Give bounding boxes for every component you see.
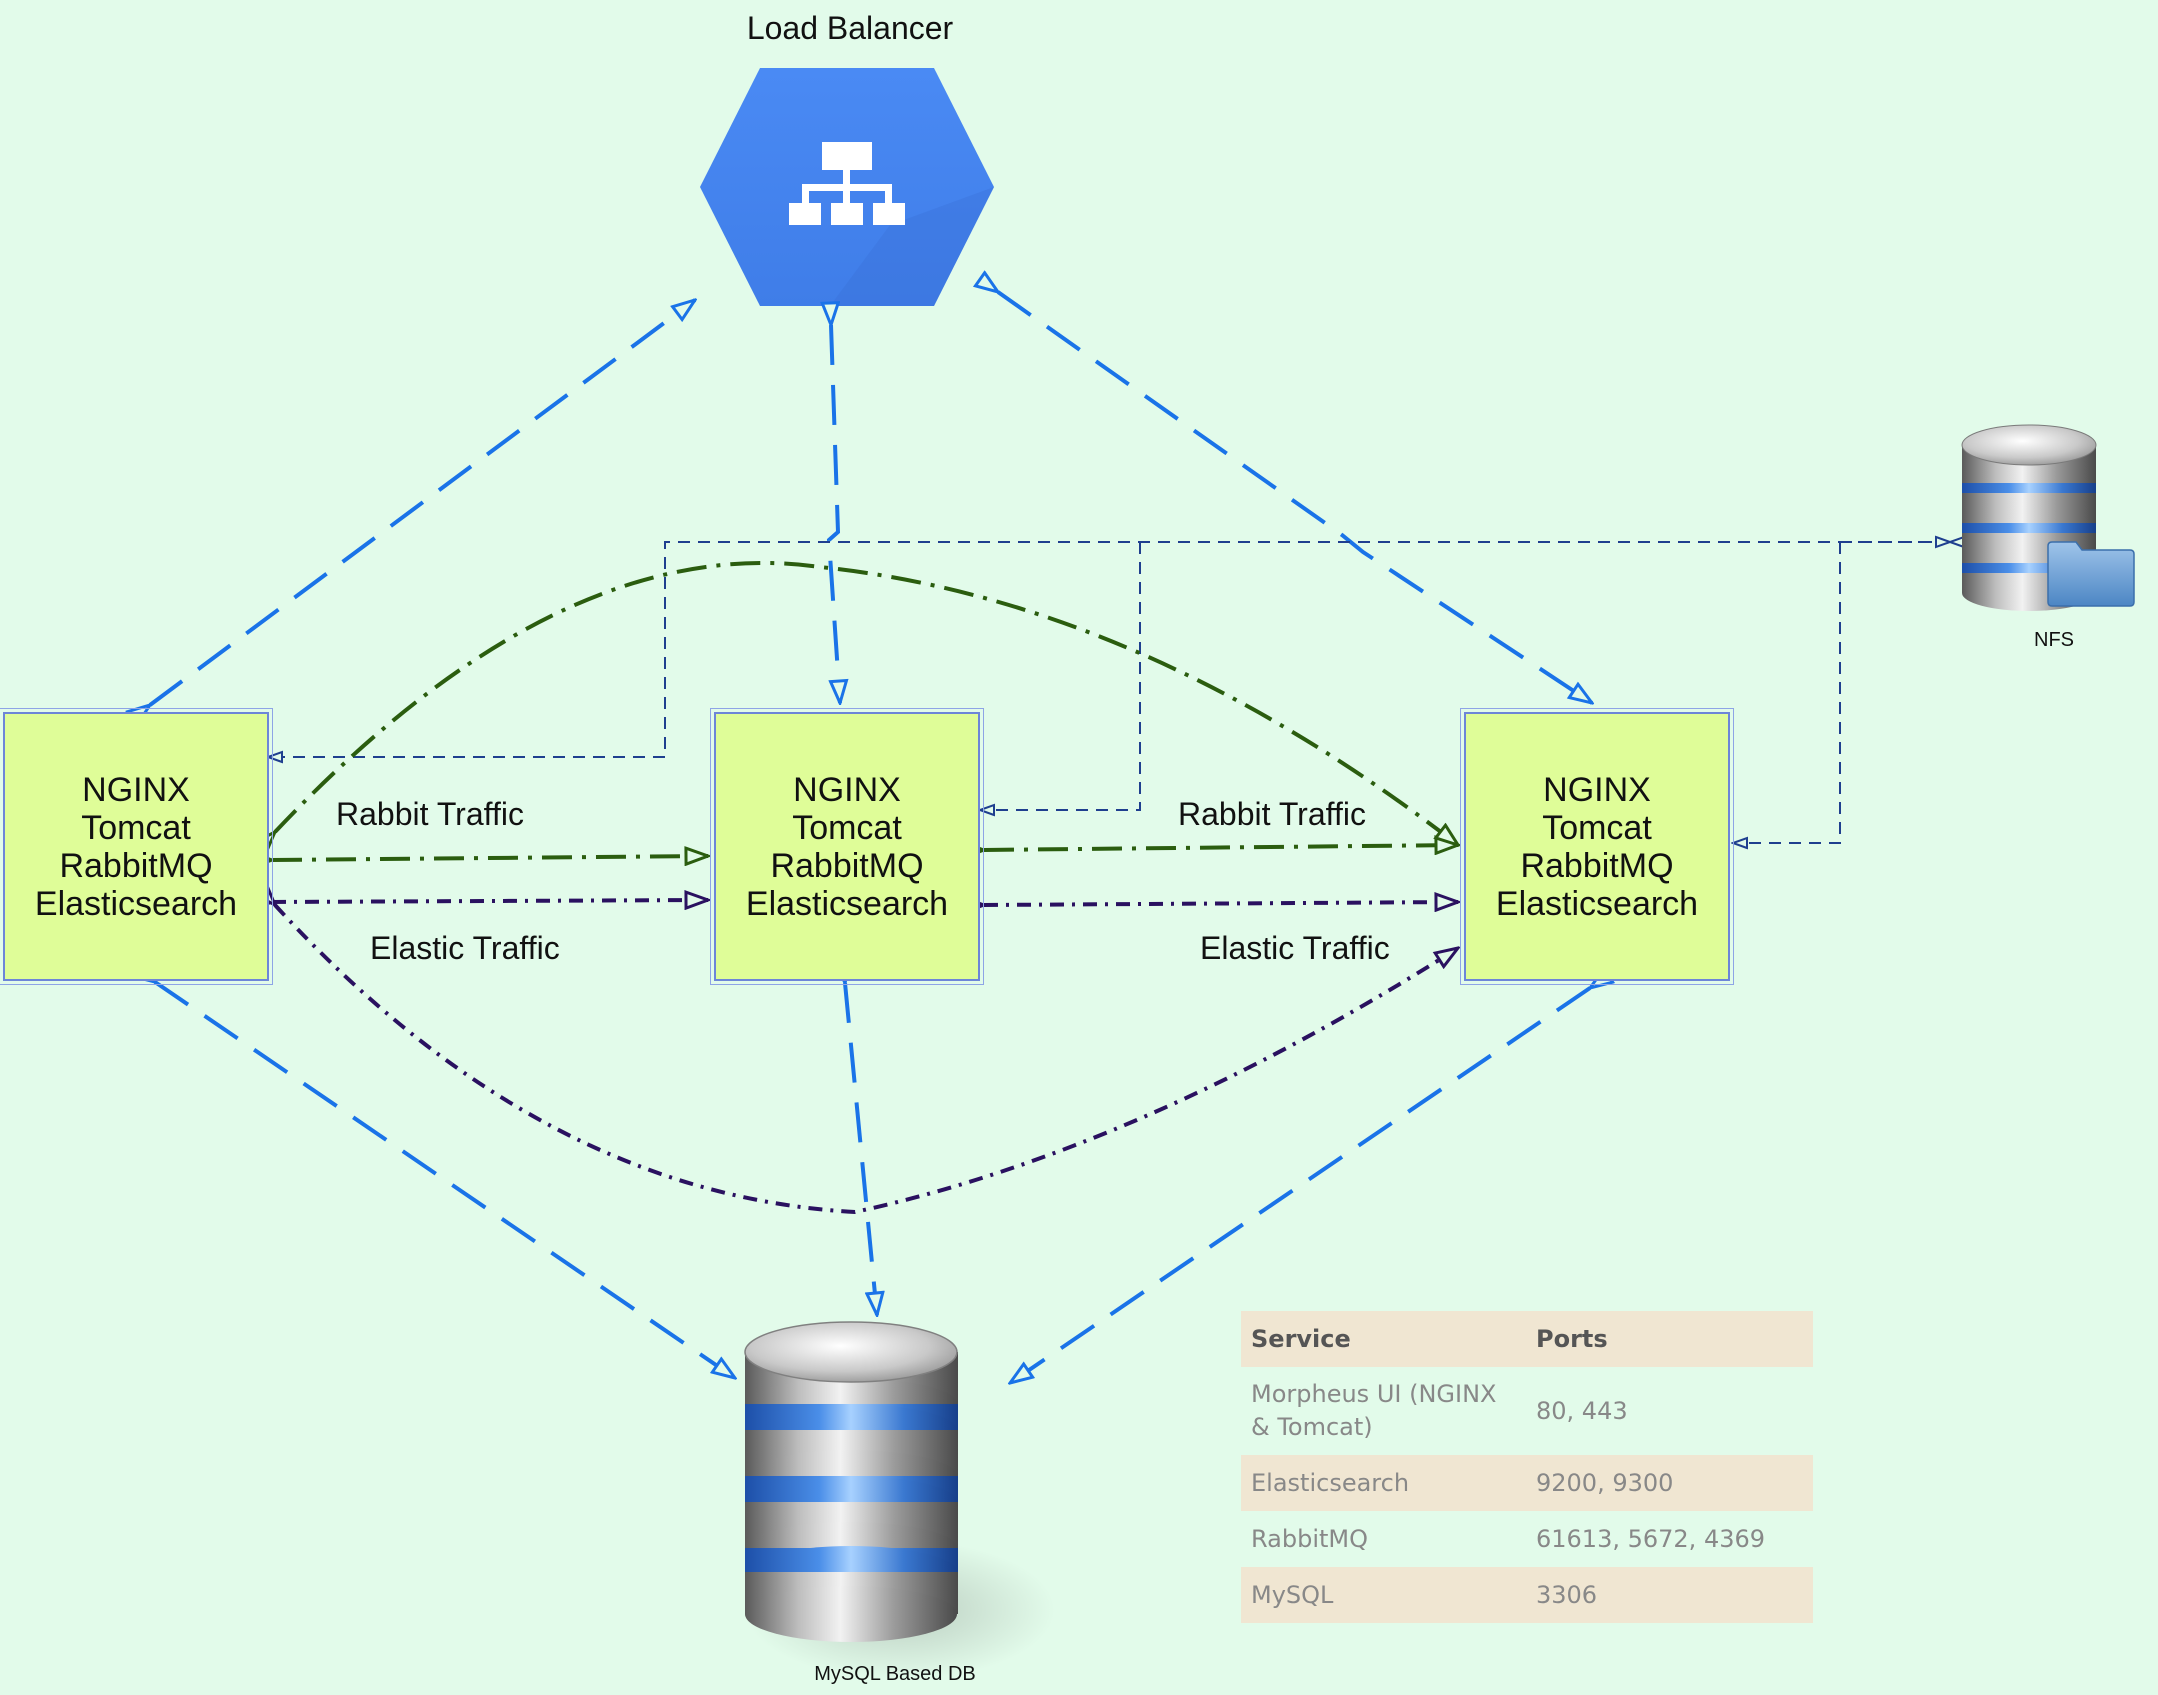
column-header-service: Service — [1241, 1311, 1526, 1367]
rabbit-traffic-label-left: Rabbit Traffic — [336, 796, 524, 832]
lb-to-node-left-arrow — [150, 300, 695, 705]
service-tomcat: Tomcat — [81, 808, 191, 847]
table-row: Elasticsearch 9200, 9300 — [1241, 1455, 1813, 1511]
folder-icon — [2047, 541, 2135, 607]
table-header-row: Service Ports — [1241, 1311, 1813, 1367]
ports-cell: 61613, 5672, 4369 — [1536, 1524, 1766, 1553]
service-rabbitmq: RabbitMQ — [1520, 846, 1674, 885]
database-label: MySQL Based DB — [814, 1663, 976, 1685]
ports-cell: 3306 — [1526, 1567, 1813, 1623]
service-tomcat: Tomcat — [792, 808, 902, 847]
nfs-label: NFS — [2034, 629, 2074, 651]
service-elasticsearch: Elasticsearch — [1495, 884, 1699, 923]
db-connections — [155, 982, 1590, 1383]
rabbit-traffic-label-right: Rabbit Traffic — [1178, 796, 1366, 832]
service-rabbitmq: RabbitMQ — [59, 846, 213, 885]
nfs-to-node-left-arrow — [268, 542, 1950, 757]
node-center-to-db-arrow — [845, 983, 877, 1315]
ports-cell: 9200, 9300 — [1526, 1455, 1813, 1511]
app-node-center[interactable]: NGINX Tomcat RabbitMQ Elasticsearch — [710, 708, 984, 985]
node-left-to-db-arrow — [155, 982, 735, 1378]
service-nginx: NGINX — [1543, 770, 1651, 809]
service-cell: MySQL — [1241, 1567, 1526, 1623]
service-cell: RabbitMQ — [1251, 1524, 1368, 1553]
rabbit-right-arrow — [984, 845, 1458, 850]
nfs-to-node-center-arrow — [980, 542, 1141, 810]
rabbit-left-arrow — [272, 856, 708, 860]
table-row: RabbitMQ 61613, 5672, 4369 — [1241, 1511, 1813, 1567]
ports-table: Service Ports Morpheus UI (NGINX & Tomca… — [1241, 1311, 1813, 1623]
app-node-left[interactable]: NGINX Tomcat RabbitMQ Elasticsearch — [0, 708, 273, 985]
service-rabbitmq: RabbitMQ — [770, 846, 924, 885]
lb-connections — [150, 292, 1592, 705]
database-icon[interactable] — [744, 1321, 1055, 1680]
ports-cell: 80, 443 — [1536, 1396, 1628, 1425]
service-nginx: NGINX — [82, 770, 190, 809]
elastic-arc-arrow — [275, 905, 1458, 1215]
service-elasticsearch: Elasticsearch — [745, 884, 949, 923]
load-balancer-title: Load Balancer — [746, 10, 954, 46]
lb-to-node-right-arrow — [998, 292, 1592, 703]
rabbit-traffic — [272, 560, 1458, 860]
sitemap-icon — [789, 142, 905, 225]
lb-to-node-center-arrow — [829, 325, 840, 703]
service-elasticsearch: Elasticsearch — [34, 884, 238, 923]
column-header-ports: Ports — [1526, 1311, 1813, 1367]
elastic-traffic-label-right: Elastic Traffic — [1200, 930, 1390, 966]
service-tomcat: Tomcat — [1542, 808, 1652, 847]
nfs-connections — [268, 542, 1950, 843]
elastic-traffic — [272, 900, 1458, 1215]
table-row: Morpheus UI (NGINX & Tomcat) 80, 443 — [1241, 1367, 1813, 1455]
service-nginx: NGINX — [793, 770, 901, 809]
elastic-right-arrow — [984, 902, 1458, 905]
elastic-left-arrow — [272, 900, 708, 902]
load-balancer-icon[interactable] — [700, 68, 994, 306]
elastic-traffic-label-left: Elastic Traffic — [370, 930, 560, 966]
table-row: MySQL 3306 — [1241, 1567, 1813, 1623]
service-cell: Elasticsearch — [1241, 1455, 1526, 1511]
nfs-storage-icon[interactable] — [1961, 424, 2135, 611]
service-cell: Morpheus UI (NGINX & Tomcat) — [1251, 1380, 1497, 1441]
nfs-to-node-right-arrow — [1733, 542, 1841, 843]
rabbit-arc-arrow — [275, 560, 1458, 845]
app-node-right[interactable]: NGINX Tomcat RabbitMQ Elasticsearch — [1460, 708, 1734, 985]
